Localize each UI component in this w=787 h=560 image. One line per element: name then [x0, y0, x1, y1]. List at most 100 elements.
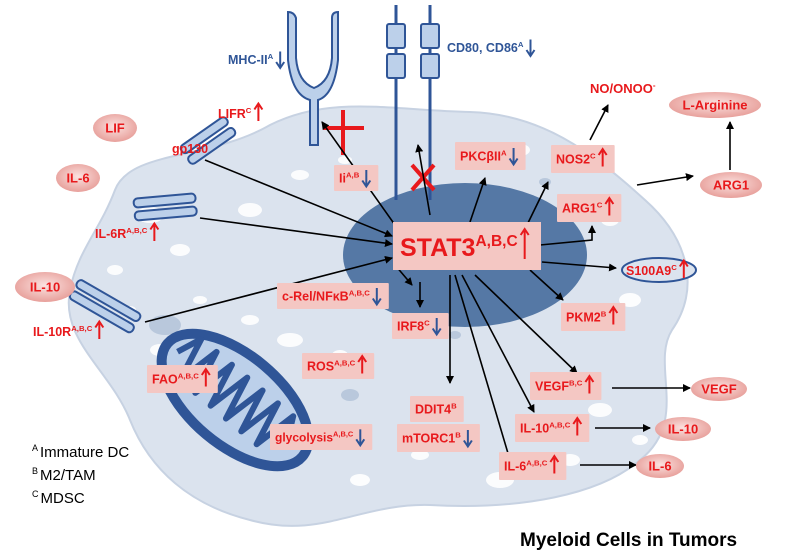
cytokine-receptors — [68, 116, 237, 334]
down-arrow-icon — [371, 288, 382, 307]
up-arrow-icon — [519, 227, 530, 259]
larg-product-text: L-Arginine — [683, 98, 748, 113]
down-arrow-icon — [525, 39, 536, 58]
svg-text:FAOA,B,C: FAOA,B,C — [152, 372, 199, 387]
svg-text:LIF: LIF — [105, 121, 125, 136]
c-rel-nf-b-box: c-Rel/NFκBA,B,C — [277, 283, 389, 309]
svg-text:DDIT4B: DDIT4B — [415, 402, 457, 417]
pkm2-box-label: PKM2B — [566, 305, 619, 325]
svg-text:STAT3A,B,C: STAT3A,B,C — [400, 233, 518, 262]
vegf-box-label: VEGFB,C — [535, 374, 595, 394]
up-arrow-icon — [678, 258, 689, 278]
svg-text:IL-6: IL-6 — [66, 171, 89, 186]
down-arrow-icon — [431, 318, 442, 337]
svg-text:VEGF: VEGF — [701, 382, 736, 397]
mtorc1-box-label: mTORC1B — [402, 430, 473, 449]
il10-ligand-text: IL-10 — [30, 280, 60, 295]
arrows — [144, 104, 734, 469]
arg1-product-text: ARG1 — [713, 178, 749, 193]
svg-text:c-Rel/NFκBA,B,C: c-Rel/NFκBA,B,C — [282, 289, 370, 304]
svg-text:IL-10: IL-10 — [668, 422, 698, 437]
down-arrow-icon — [463, 430, 473, 449]
svg-text:L-Arginine: L-Arginine — [683, 98, 748, 113]
il6-ligand: IL-6 — [56, 164, 100, 192]
il6r-receptor-label: IL-6RA,B,C — [95, 221, 160, 241]
il6-product: IL-6 — [636, 454, 684, 478]
svg-text:ARG1: ARG1 — [713, 178, 749, 193]
glycolysis-box-label: glycolysisA,B,C — [275, 429, 366, 448]
vesicles — [149, 178, 551, 401]
il-10-box: IL-10A,B,C — [515, 414, 590, 442]
pkc-ii-box: PKCβIIA — [455, 142, 526, 170]
stat3-label: STAT3A,B,C — [400, 227, 530, 262]
mhc-receptor-label: MHC-IIA — [228, 51, 286, 70]
up-arrow-icon — [149, 221, 160, 241]
fao-box-label: FAOA,B,C — [152, 367, 211, 387]
gp130-receptor-label: gp130 — [172, 142, 208, 156]
pkc-ii-box-label: PKCβIIA — [460, 148, 519, 167]
svg-text:IL-6: IL-6 — [648, 459, 671, 474]
irf8-box: IRF8C — [392, 313, 449, 339]
up-arrow-icon — [200, 367, 211, 387]
il-6-box-label: IL-6A,B,C — [504, 454, 560, 474]
svg-text:NO/ONOO-: NO/ONOO- — [590, 81, 656, 96]
il6-ligand-text: IL-6 — [66, 171, 89, 186]
nos2-box: NOS2C — [551, 145, 615, 173]
svg-text:mTORC1B: mTORC1B — [402, 431, 461, 446]
lif-ligand-text: LIF — [105, 121, 125, 136]
up-arrow-icon — [94, 319, 105, 339]
pkm2-box: PKM2B — [561, 303, 626, 331]
vegf-product: VEGF — [691, 377, 747, 401]
down-arrow-icon — [361, 170, 372, 189]
up-arrow-icon — [357, 354, 368, 374]
fao-box: FAOA,B,C — [147, 365, 218, 393]
up-arrow-icon — [549, 454, 560, 474]
larg-product: L-Arginine — [669, 92, 761, 118]
svg-text:glycolysisA,B,C: glycolysisA,B,C — [275, 430, 354, 445]
svg-text:CD80, CD86A: CD80, CD86A — [447, 40, 524, 55]
glycolysis-box: glycolysisA,B,C — [270, 424, 373, 450]
svg-text:IL-6A,B,C: IL-6A,B,C — [504, 459, 548, 474]
up-arrow-icon — [572, 416, 583, 436]
up-arrow-icon — [253, 101, 264, 121]
cd80-receptor-label: CD80, CD86A — [447, 39, 536, 58]
ddit4-box-label: DDIT4B — [415, 402, 457, 417]
svg-text:ROSA,B,C: ROSA,B,C — [307, 359, 356, 374]
ros-box-label: ROSA,B,C — [307, 354, 368, 374]
svg-text:MHC-IIA: MHC-IIA — [228, 52, 274, 67]
svg-text:NOS2C: NOS2C — [556, 152, 596, 167]
svg-text:ARG1C: ARG1C — [562, 201, 603, 216]
down-arrow-icon — [275, 51, 286, 70]
arg1-product: ARG1 — [700, 172, 762, 198]
il6-product-text: IL-6 — [648, 459, 671, 474]
s100a9-oval: S100A9C — [621, 257, 697, 283]
il-6-box: IL-6A,B,C — [499, 452, 567, 480]
lif-ligand: LIF — [93, 114, 137, 142]
s100a9-label: S100A9C — [626, 258, 689, 278]
up-arrow-icon — [597, 147, 608, 167]
nos2-box-label: NOS2C — [556, 147, 608, 167]
c-rel-nf-b-box-label: c-Rel/NFκBA,B,C — [282, 288, 382, 307]
svg-text:VEGFB,C: VEGFB,C — [535, 379, 583, 394]
lifr-receptor-label: LIFRC — [218, 101, 264, 121]
svg-text:IL-10RA,B,C: IL-10RA,B,C — [33, 324, 93, 339]
arg1-box: ARG1C — [557, 194, 622, 222]
il10-product-text: IL-10 — [668, 422, 698, 437]
arg1-box-label: ARG1C — [562, 196, 615, 216]
svg-text:IiA,B: IiA,B — [339, 171, 360, 186]
vegf-product-text: VEGF — [701, 382, 736, 397]
svg-text:PKCβIIA: PKCβIIA — [460, 149, 507, 164]
up-arrow-icon — [604, 196, 615, 216]
irf8-box-label: IRF8C — [397, 318, 442, 337]
vegf-box: VEGFB,C — [530, 372, 602, 400]
svg-text:PKM2B: PKM2B — [566, 310, 607, 325]
no-product: NO/ONOO- — [590, 81, 656, 96]
up-arrow-icon — [608, 305, 619, 325]
mhc-ii-receptor — [287, 10, 339, 146]
